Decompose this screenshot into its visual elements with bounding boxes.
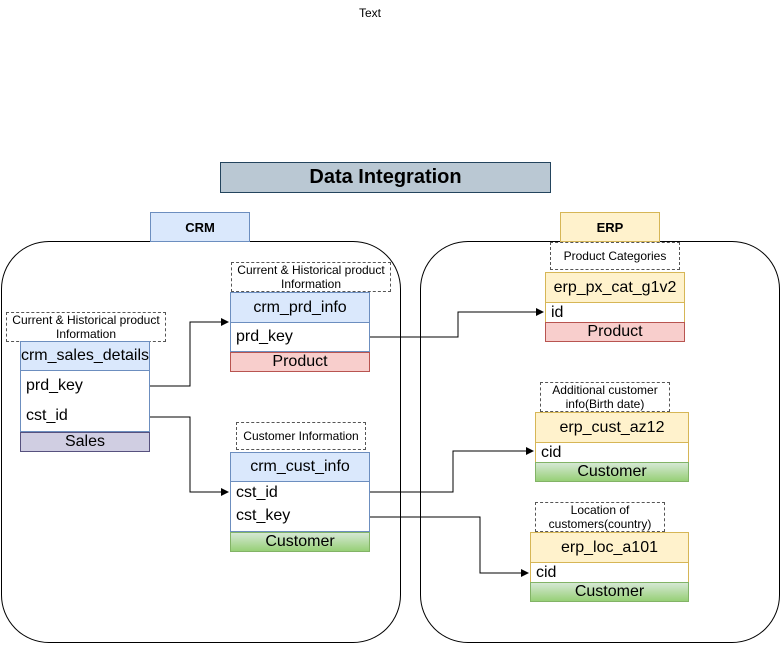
connector-cust-id-to-az12 (370, 447, 534, 493)
customer-tag: Customer (535, 462, 689, 482)
erp-region-label: ERP (560, 212, 660, 242)
field-cst-id: cst_id (236, 484, 278, 501)
crm-region-label: CRM (150, 212, 250, 242)
erp-cust-az12-header[interactable]: erp_cust_az12 (535, 412, 689, 443)
field-cst-id: cst_id (26, 407, 68, 424)
connector-sales-prd-to-prd-info (150, 318, 229, 387)
field-cid: cid (541, 444, 562, 461)
erp-loc-a101-body: cid (530, 563, 689, 583)
crm-sales-details-header[interactable]: crm_sales_details (20, 341, 150, 371)
crm-sales-details-body: prd_key cst_id (20, 371, 150, 432)
sales-tag: Sales (20, 432, 150, 452)
field-prd-key: prd_key (26, 377, 83, 394)
field-cid: cid (536, 564, 557, 581)
customer-tag: Customer (530, 582, 689, 602)
crm-prd-info-body: prd_key (230, 323, 370, 352)
diagram-title: Data Integration (220, 162, 551, 193)
cust-az12-note: Additional customer info(Birth date) (540, 382, 670, 412)
erp-px-cat-g1v2-header[interactable]: erp_px_cat_g1v2 (545, 272, 685, 303)
customer-tag: Customer (230, 532, 370, 552)
crm-cust-info-header[interactable]: crm_cust_info (230, 452, 370, 482)
crm-prd-info-header[interactable]: crm_prd_info (230, 292, 370, 323)
loc-a101-note: Location of customers(country) (535, 502, 665, 532)
field-prd-key: prd_key (236, 328, 293, 345)
connector-cust-key-to-loc (370, 516, 529, 577)
cust-info-note: Customer Information (236, 422, 366, 450)
top-text-label: Text (358, 6, 381, 20)
crm-cust-info-body: cst_id cst_key (230, 482, 370, 532)
px-cat-note: Product Categories (550, 242, 680, 270)
prd-info-note: Current & Historical product Information (231, 262, 391, 292)
field-id: id (551, 304, 564, 321)
connector-sales-cst-to-cust-info (150, 416, 229, 496)
erp-loc-a101-header[interactable]: erp_loc_a101 (530, 532, 689, 563)
product-tag: Product (545, 322, 685, 342)
connector-prd-info-to-px-cat (370, 308, 544, 338)
field-cst-key: cst_key (236, 507, 291, 524)
product-tag: Product (230, 352, 370, 372)
